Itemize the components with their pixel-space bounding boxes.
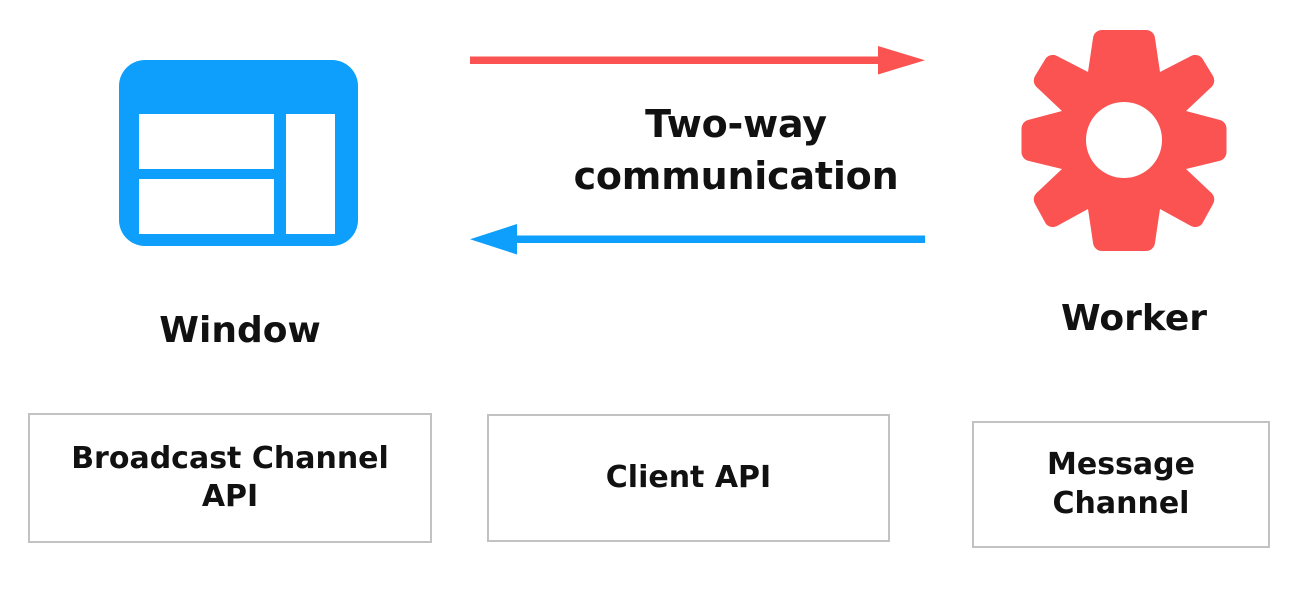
api-box-label: Message Channel	[1047, 447, 1195, 521]
browser-window-icon	[119, 60, 358, 246]
arrow-group	[470, 46, 925, 255]
api-box-client-api: Client API	[487, 414, 890, 542]
arrow-worker-to-window	[470, 224, 925, 255]
caption-line-2: communication	[573, 154, 899, 199]
gear-icon-shape	[1021, 29, 1227, 252]
api-box-label: Broadcast Channel API	[71, 440, 389, 514]
window-pane-right	[286, 114, 335, 234]
api-box-label: Client API	[605, 459, 772, 495]
caption-line-1: Two-way	[645, 102, 827, 146]
api-box-message-channel: Message Channel	[972, 421, 1270, 548]
arrow-window-to-worker	[470, 46, 925, 75]
node-label-window: Window	[159, 310, 321, 351]
window-pane-top-left	[139, 114, 274, 169]
api-box-broadcast-channel-api: Broadcast Channel API	[28, 413, 432, 543]
caption-two-way-communication: Two-way communication	[536, 98, 936, 203]
gear-icon	[1014, 28, 1234, 252]
node-label-worker: Worker	[1060, 298, 1208, 339]
window-pane-bottom-left	[139, 179, 274, 234]
